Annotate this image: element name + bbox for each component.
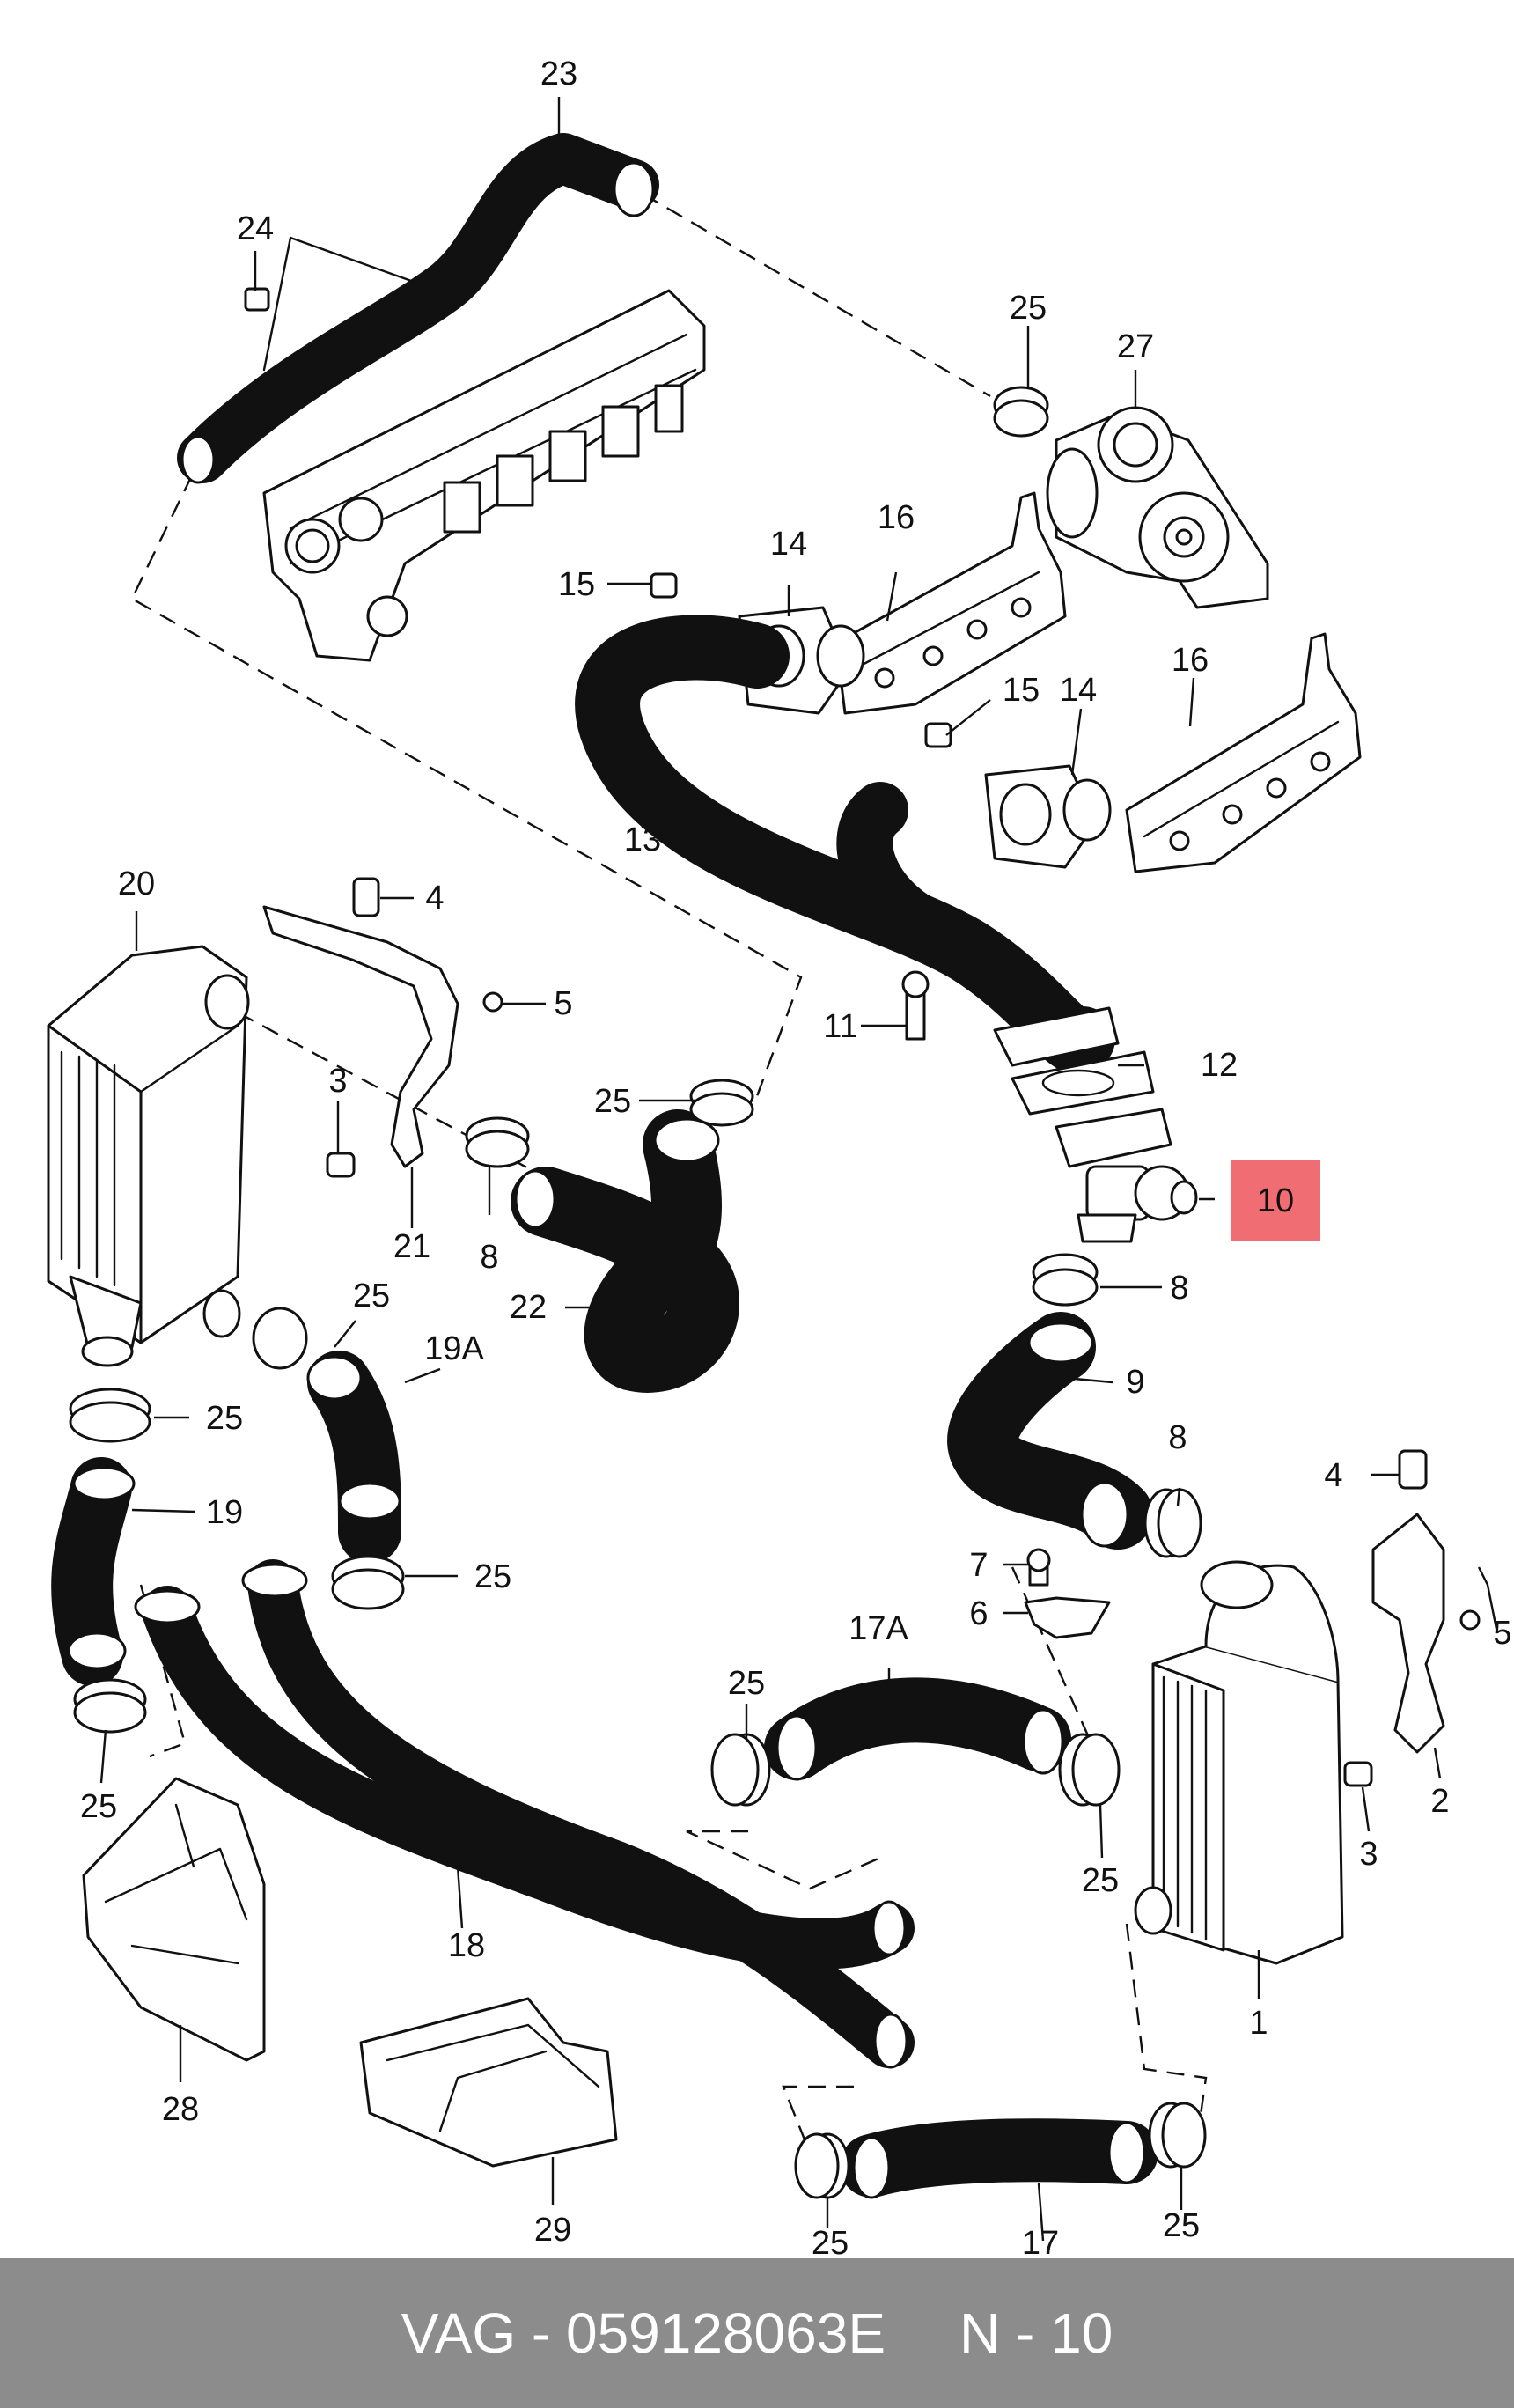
bolt-4-left[interactable] xyxy=(352,877,380,917)
clamp-25-19-lower[interactable] xyxy=(73,1678,147,1734)
callout-17[interactable]: 17 xyxy=(1022,2225,1059,2258)
nut-24[interactable] xyxy=(244,287,270,312)
callout-5-left[interactable]: 5 xyxy=(554,985,572,1022)
clamp-25-17-right[interactable] xyxy=(1148,2102,1207,2169)
bracket-6[interactable] xyxy=(1024,1596,1111,1639)
air-guide-29[interactable] xyxy=(359,1997,618,2168)
clamp-25-19A-lower[interactable] xyxy=(331,1555,405,1610)
parts-diagram: 23 24 25 27 14 16 15 15 14 16 13 20 4 5 … xyxy=(47,55,1512,2258)
callout-22[interactable]: 22 xyxy=(510,1289,547,1326)
hose-clamp-25-top[interactable] xyxy=(993,386,1049,438)
callout-8-left[interactable]: 8 xyxy=(480,1239,498,1276)
callout-15-lower[interactable]: 15 xyxy=(1003,672,1040,709)
callout-28[interactable]: 28 xyxy=(162,2091,199,2128)
air-guide-28[interactable] xyxy=(82,1777,266,2062)
bolt-7[interactable] xyxy=(1026,1548,1051,1587)
callout-1[interactable]: 1 xyxy=(1249,2005,1268,2042)
hose-19[interactable] xyxy=(51,1457,136,1686)
hose-17A[interactable] xyxy=(764,1677,1071,1781)
callout-8-right-upper[interactable]: 8 xyxy=(1170,1270,1188,1307)
callout-21[interactable]: 21 xyxy=(393,1228,430,1265)
leader-lines xyxy=(99,97,1498,2242)
callout-4-left[interactable]: 4 xyxy=(425,880,444,917)
charge-air-pipe-23[interactable] xyxy=(177,133,659,484)
intercooler-1[interactable] xyxy=(1134,1560,1344,1965)
callout-20[interactable]: 20 xyxy=(118,865,155,902)
callout-15-upper[interactable]: 15 xyxy=(558,566,595,603)
part-number-footer: VAG - 059128063E N - 10 xyxy=(0,2258,1514,2408)
callout-29[interactable]: 29 xyxy=(534,2212,571,2249)
callout-14-upper[interactable]: 14 xyxy=(770,526,807,563)
callout-3-right[interactable]: 3 xyxy=(1359,1836,1378,1873)
callout-17A[interactable]: 17A xyxy=(849,1610,908,1647)
callout-27[interactable]: 27 xyxy=(1117,328,1154,365)
callout-25-17-right[interactable]: 25 xyxy=(1163,2207,1200,2244)
callout-16-upper[interactable]: 16 xyxy=(878,499,915,536)
clamp-25-19-upper[interactable] xyxy=(69,1388,151,1443)
callout-9[interactable]: 9 xyxy=(1126,1364,1144,1401)
callout-7[interactable]: 7 xyxy=(969,1547,988,1584)
callout-3-left[interactable]: 3 xyxy=(328,1063,347,1100)
exhaust-manifold-16-lower[interactable] xyxy=(1125,632,1362,873)
recirculation-valve-10[interactable] xyxy=(1055,1108,1198,1243)
part-number-text: VAG - 059128063E xyxy=(401,2301,886,2365)
callout-25-17A-left[interactable]: 25 xyxy=(728,1665,765,1702)
callout-8-right-lower[interactable]: 8 xyxy=(1168,1419,1187,1456)
clamp-25-17A-left[interactable] xyxy=(710,1733,771,1807)
pipe-13[interactable] xyxy=(575,615,1120,1074)
bracket-21[interactable] xyxy=(262,905,459,1168)
intake-manifold xyxy=(262,289,706,662)
bracket-2[interactable] xyxy=(1371,1513,1445,1754)
callout-25-19-lower[interactable]: 25 xyxy=(80,1788,117,1825)
callout-10[interactable]: 10 xyxy=(1257,1182,1294,1219)
callout-24[interactable]: 24 xyxy=(237,210,274,247)
callout-25-turbo[interactable]: 25 xyxy=(1010,290,1047,327)
callout-14-lower[interactable]: 14 xyxy=(1060,672,1097,709)
bolt-4-right[interactable] xyxy=(1398,1449,1428,1490)
callout-25-19A-upper[interactable]: 25 xyxy=(353,1278,390,1314)
callout-13[interactable]: 13 xyxy=(624,821,661,858)
exhaust-manifold-16-upper[interactable] xyxy=(834,491,1067,715)
highlight-box-10 xyxy=(1231,1160,1320,1241)
clamp-25-17A-right[interactable] xyxy=(1058,1733,1121,1807)
hose-9[interactable] xyxy=(947,1312,1153,1550)
callout-25-19-upper[interactable]: 25 xyxy=(206,1400,243,1437)
callout-4-right[interactable]: 4 xyxy=(1324,1457,1342,1494)
clamp-25-19A-upper[interactable] xyxy=(252,1307,308,1370)
clamp-8-right-lower[interactable] xyxy=(1143,1488,1202,1558)
pipe-18[interactable] xyxy=(134,1559,915,2069)
bolt-3-left[interactable] xyxy=(326,1152,356,1178)
callout-6[interactable]: 6 xyxy=(969,1595,988,1632)
callout-2[interactable]: 2 xyxy=(1430,1783,1449,1820)
callout-25-17A-right[interactable]: 25 xyxy=(1082,1862,1119,1899)
callout-12[interactable]: 12 xyxy=(1201,1047,1238,1084)
hose-17[interactable] xyxy=(840,2118,1158,2199)
bolt-5-right[interactable] xyxy=(1459,1609,1481,1631)
clamp-8-right-upper[interactable] xyxy=(1032,1253,1099,1307)
hose-19A[interactable] xyxy=(306,1351,401,1564)
turbocharger-27[interactable] xyxy=(1046,406,1269,609)
clamp-8-left[interactable] xyxy=(465,1116,530,1168)
flange-bolt-11[interactable] xyxy=(901,970,930,1041)
callout-19A[interactable]: 19A xyxy=(424,1330,484,1367)
intercooler-20[interactable] xyxy=(47,945,250,1367)
callout-23[interactable]: 23 xyxy=(540,55,577,92)
callout-5-right[interactable]: 5 xyxy=(1493,1615,1511,1652)
callout-25-19A-lower[interactable]: 25 xyxy=(474,1558,511,1595)
callout-19[interactable]: 19 xyxy=(206,1494,243,1531)
callout-18[interactable]: 18 xyxy=(448,1927,485,1964)
diagram-position-text: N - 10 xyxy=(959,2301,1113,2365)
clamp-25-17-left[interactable] xyxy=(794,2132,850,2199)
bolt-5-left[interactable] xyxy=(482,991,503,1013)
callout-labels: 23 24 25 27 14 16 15 15 14 16 13 20 4 5 … xyxy=(80,55,1512,2258)
callout-25-upper-mid[interactable]: 25 xyxy=(594,1083,631,1120)
gasket-12[interactable] xyxy=(1011,1050,1155,1116)
callout-25-17-left[interactable]: 25 xyxy=(812,2225,849,2258)
nuts-15[interactable] xyxy=(650,572,952,748)
bolt-3-right[interactable] xyxy=(1343,1761,1373,1787)
callout-11[interactable]: 11 xyxy=(823,1008,857,1045)
hose-22[interactable] xyxy=(511,1109,739,1393)
callout-16-lower[interactable]: 16 xyxy=(1172,642,1209,679)
clamp-25-upper-mid[interactable] xyxy=(689,1079,754,1127)
